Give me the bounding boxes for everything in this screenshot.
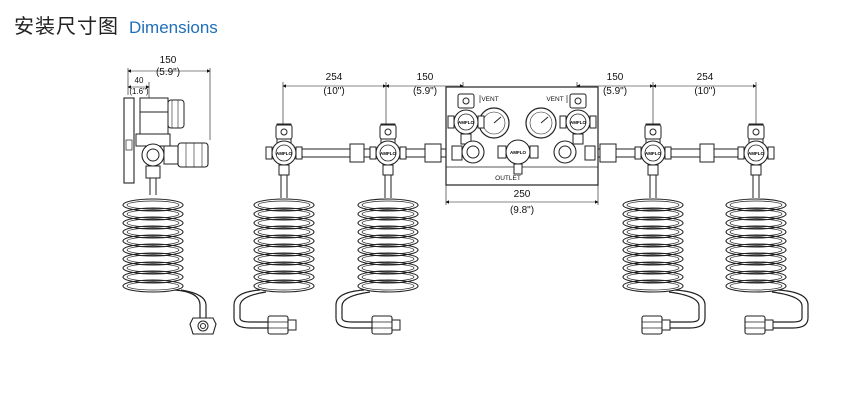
dim-side-150-in: (5.9") bbox=[156, 67, 180, 78]
dim-left-254-in: (10") bbox=[323, 86, 344, 97]
title-chinese: 安装尺寸图 bbox=[14, 14, 119, 38]
label-vent-left: VENT bbox=[481, 96, 498, 103]
side-view: 150 (5.9") 40 (1.6") bbox=[122, 55, 217, 335]
dim-panel-250: 250 bbox=[514, 189, 531, 200]
station-3 bbox=[622, 123, 706, 335]
station-1 bbox=[233, 123, 315, 335]
dim-side-40: 40 bbox=[135, 76, 144, 85]
dim-panel-250-in: (9.8") bbox=[510, 205, 534, 216]
dim-right-150-in: (5.9") bbox=[603, 86, 627, 97]
dim-right-254: 254 bbox=[697, 72, 714, 83]
dim-right-150: 150 bbox=[607, 72, 624, 83]
label-outlet: OUTLET bbox=[495, 175, 521, 182]
station-4 bbox=[725, 123, 809, 335]
dim-left-150-in: (5.9") bbox=[413, 86, 437, 97]
title-english: Dimensions bbox=[129, 18, 218, 37]
label-vent-right: VENT bbox=[546, 96, 563, 103]
coil-side bbox=[122, 198, 184, 293]
mounting-bracket bbox=[123, 97, 135, 184]
dim-side-150: 150 bbox=[160, 55, 177, 66]
header: 安装尺寸图 Dimensions bbox=[14, 10, 218, 40]
station-2 bbox=[335, 123, 419, 335]
dim-side-40-in: (1.6") bbox=[129, 87, 149, 96]
svg-text:AMFLO: AMFLO bbox=[510, 150, 526, 155]
front-view: 254 (10") 150 (5.9") 150 (5.9") 254 (10"… bbox=[233, 72, 809, 335]
dim-left-150: 150 bbox=[417, 72, 434, 83]
dim-left-254: 254 bbox=[326, 72, 343, 83]
dim-right-254-in: (10") bbox=[694, 86, 715, 97]
